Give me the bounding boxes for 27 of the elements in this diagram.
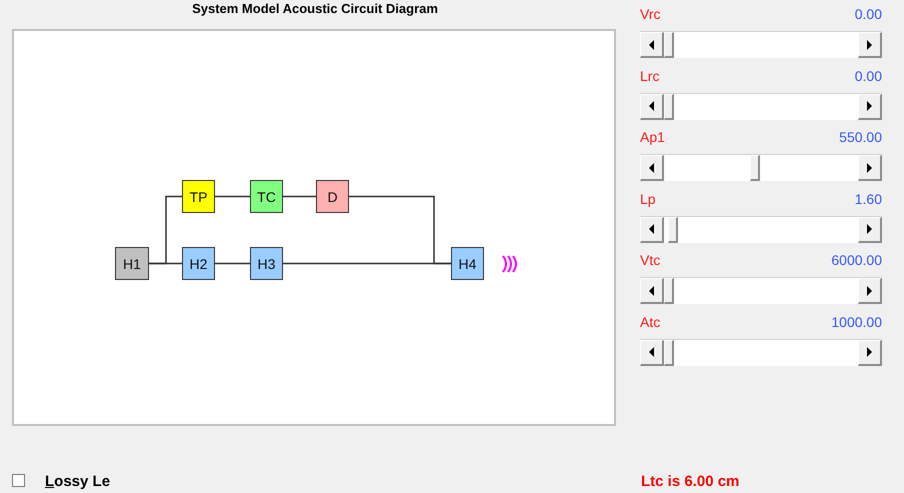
component-box: TC [250,180,283,213]
parameter-value: 6000.00 [831,252,882,268]
connector-line [215,262,250,264]
diagram-title: System Model Acoustic Circuit Diagram [191,1,439,16]
connector-line [283,262,451,264]
parameter-name: Vtc [640,252,660,268]
parameter-value: 0.00 [854,6,882,22]
connector-line [149,262,182,264]
component-box: H2 [182,247,215,280]
component-box: TP [182,180,215,213]
checkbox-label: Lossy Le [45,473,110,490]
component-box: H4 [451,247,484,280]
parameter-name: Lp [640,190,656,206]
parameter-value: 1.60 [854,190,882,206]
parameter-name: Ap1 [640,129,665,145]
status-text: Ltc is 6.00 cm [641,473,740,490]
component-box: D [316,180,349,213]
parameter-name: Vrc [640,6,660,22]
component-box: H3 [250,247,283,280]
component-box: H1 [115,247,149,280]
parameter-value: 0.00 [854,68,882,84]
connector-line [215,196,250,198]
parameter-name: Lrc [640,68,660,84]
parameter-name: Atc [640,314,660,330]
connector-line [283,196,316,198]
parameter-value: 1000.00 [831,314,882,330]
parameter-value: 550.00 [839,129,882,145]
